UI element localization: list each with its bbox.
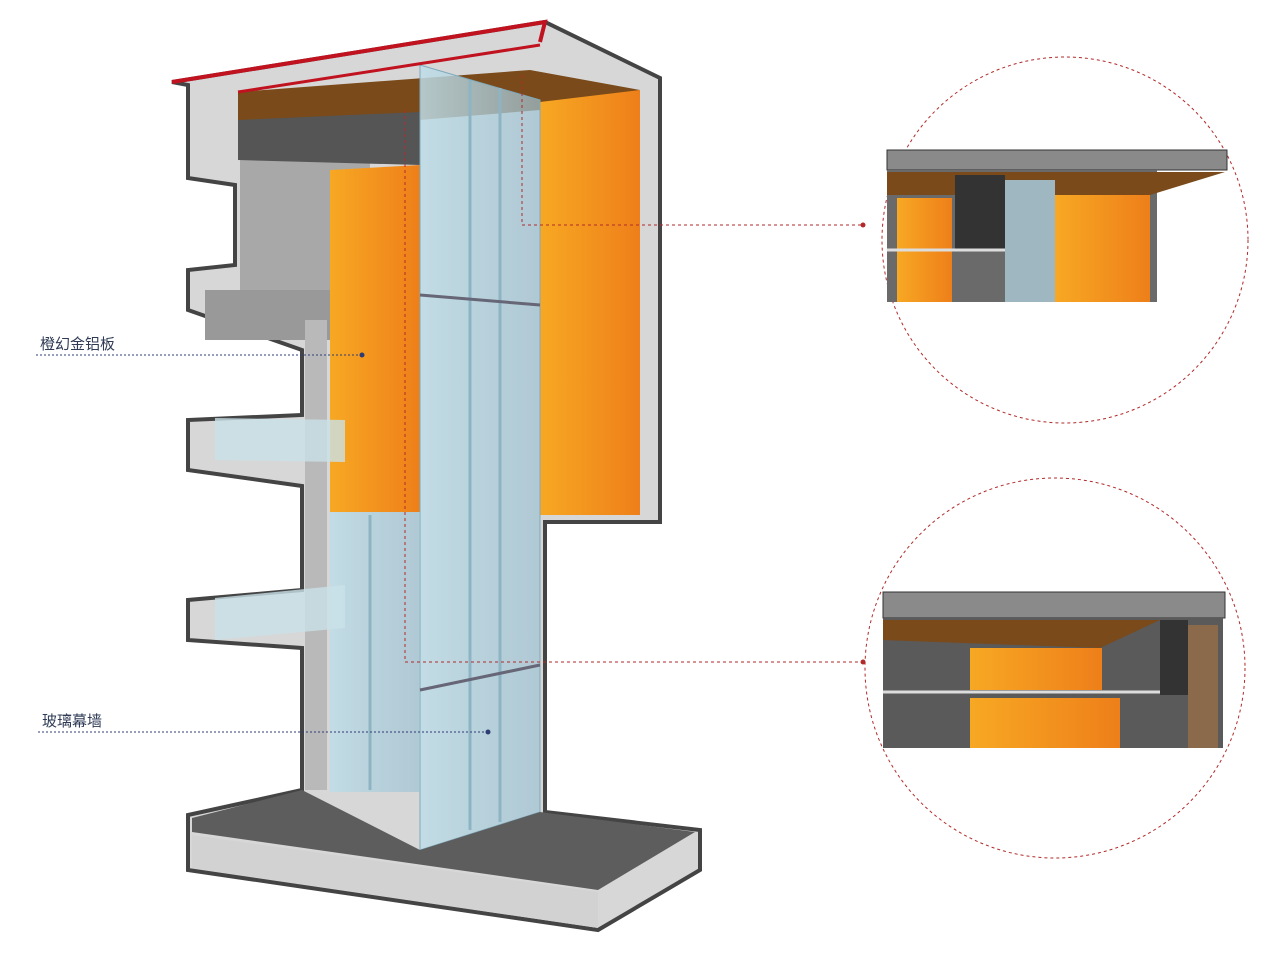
detail-leaders [36,75,866,735]
roof-edge-highlight [171,19,548,84]
building-section [171,19,702,933]
label-glass-curtain-wall: 玻璃幕墙 [42,712,103,730]
detail-circle-floor [864,477,1246,859]
detail-circle-roof [881,56,1249,424]
label-aluminum-panel: 橙幻金铝板 [40,335,116,353]
